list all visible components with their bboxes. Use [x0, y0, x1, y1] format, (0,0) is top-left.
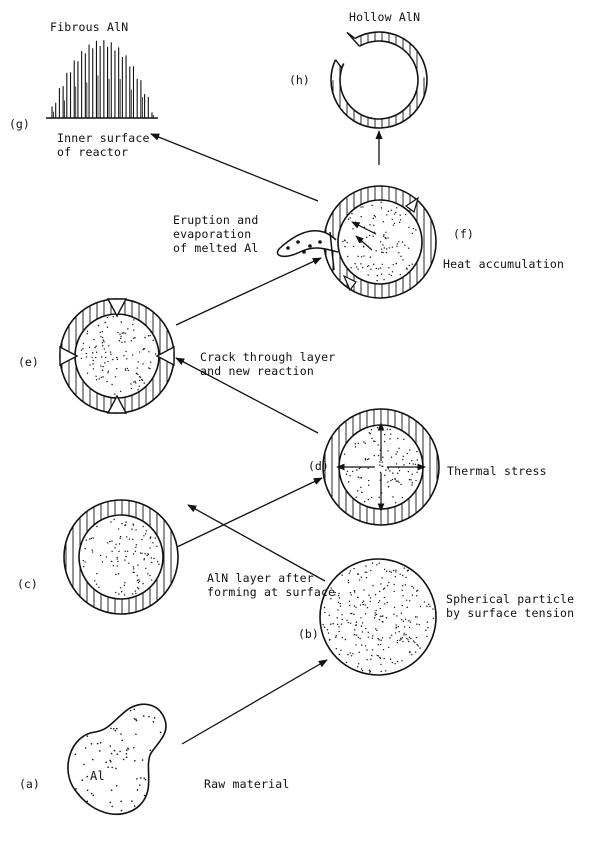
arrow-a-to-b [181, 659, 328, 745]
arrow-b-to-c [187, 504, 326, 582]
process-arrows [150, 130, 383, 745]
title-h: Hollow AlN [349, 10, 421, 24]
step-label-g: (g) [9, 117, 30, 131]
spherical-particle [319, 558, 437, 676]
arrow-c-to-d [176, 477, 323, 548]
step-label-h: (h) [289, 73, 310, 87]
step-label-a: (a) [19, 777, 40, 791]
caption-d: Thermal stress [447, 464, 547, 478]
cracked-particle [59, 298, 175, 414]
arrow-e-to-f [175, 257, 322, 326]
caption-f: Heat accumulation [443, 257, 565, 271]
caption-g: Inner surface of reactor [57, 131, 150, 159]
caption-a: Raw material [204, 777, 290, 791]
step-label-d: (d) [308, 459, 329, 473]
caption-eruption: Eruption and evaporation of melted Al [173, 213, 259, 255]
caption-c: AlN layer after forming at surface [207, 571, 336, 599]
erupting-particle [276, 185, 437, 299]
caption-e: Crack through layer and new reaction [200, 350, 336, 378]
step-label-c: (c) [17, 577, 38, 591]
step-label-f: (f) [453, 227, 474, 241]
aln-layer-particle [63, 499, 179, 615]
al-inner-label: Al [90, 769, 105, 783]
step-label-b: (b) [298, 627, 319, 641]
hollow-aln-shell [330, 31, 428, 129]
raw-material-blob [67, 703, 167, 816]
step-label-e: (e) [18, 355, 39, 369]
arrow-f-to-g [150, 133, 319, 202]
thermal-stress-particle [322, 408, 440, 526]
fibrous-aln [46, 40, 158, 119]
title-g: Fibrous AlN [50, 20, 129, 34]
arrow-d-to-e [175, 357, 319, 434]
caption-b: Spherical particle by surface tension [446, 592, 575, 620]
